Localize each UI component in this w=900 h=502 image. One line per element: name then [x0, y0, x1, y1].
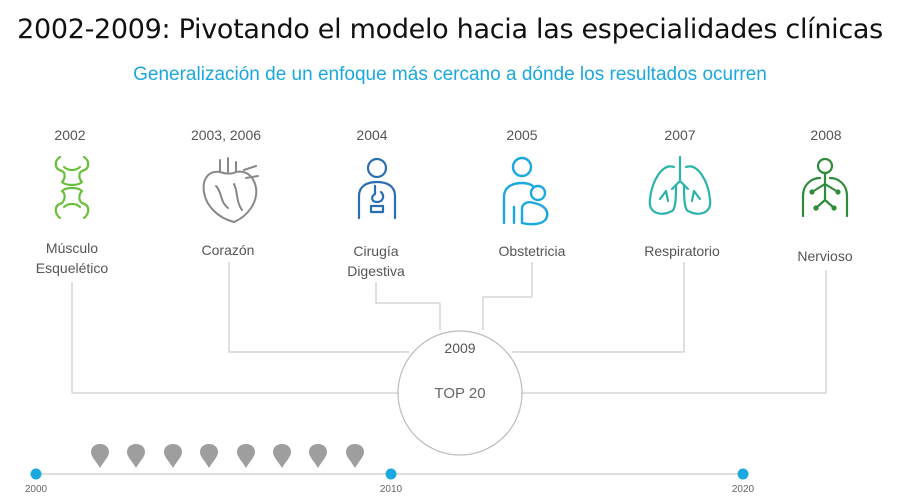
timeline-pin-icon: [200, 444, 219, 468]
timeline-pin-icon: [273, 444, 291, 468]
timeline-pin-icon: [309, 444, 328, 468]
top20-circle: [397, 330, 523, 456]
year-corazon: 2003, 2006: [190, 127, 262, 143]
neural-network-icon: [801, 157, 849, 218]
timeline-label-2000: 2000: [24, 484, 48, 495]
label-nervioso: Nervioso: [797, 248, 853, 264]
label-corazon: Corazón: [201, 242, 255, 258]
label-respiratorio: Respiratorio: [644, 243, 720, 259]
page-title: 2002-2009: Pivotando el modelo hacia las…: [17, 14, 883, 45]
year-musculo: 2002: [54, 127, 86, 143]
mother-baby-icon: [502, 156, 549, 226]
label-obstetricia: Obstetricia: [498, 243, 566, 259]
year-cirugia: 2004: [356, 127, 388, 143]
year-nervioso: 2008: [810, 127, 842, 143]
timeline-pin-icon: [163, 444, 182, 468]
center-year: 2009: [444, 340, 476, 356]
lungs-icon: [648, 155, 712, 215]
timeline-pin-icon: [127, 444, 146, 468]
timeline-label-2020: 2020: [731, 484, 755, 495]
label-musculo: Músculo Esquelético: [35, 240, 109, 276]
page-subtitle: Generalización de un enfoque más cercano…: [133, 64, 767, 85]
center-top20-label: TOP 20: [434, 385, 486, 402]
year-obstetricia: 2005: [506, 127, 538, 143]
heart-icon: [202, 157, 259, 223]
timeline-dot-2000: [30, 468, 42, 480]
timeline-dot-2020: [737, 468, 749, 480]
year-respiratorio: 2007: [664, 127, 696, 143]
timeline-pin-icon: [345, 444, 364, 468]
timeline-dot-2010: [385, 468, 397, 480]
joint-icon: [54, 155, 90, 220]
digestive-system-icon: [357, 157, 397, 220]
timeline-pin-icon: [91, 444, 109, 468]
timeline-pin-icon: [236, 444, 255, 468]
timeline-label-2010: 2010: [379, 484, 403, 495]
label-cirugia: Cirugía Digestiva: [347, 243, 405, 279]
